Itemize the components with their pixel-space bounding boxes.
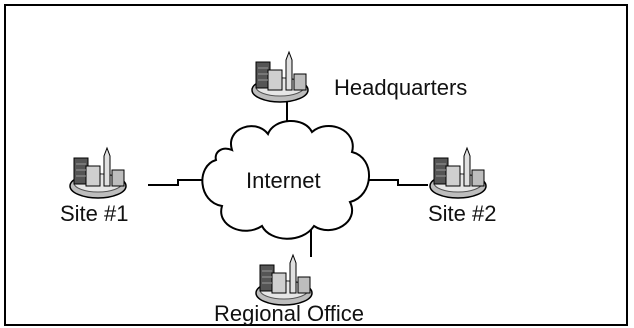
site2-building-icon [429, 147, 487, 199]
link-site2 [360, 179, 428, 186]
site1-building-icon [69, 147, 127, 199]
internet-label: Internet [246, 168, 321, 193]
headquarters-building-icon [251, 51, 309, 103]
regional-building-icon [255, 254, 313, 306]
site1-label: Site #1 [60, 201, 129, 226]
link-site1 [148, 179, 208, 186]
headquarters-label: Headquarters [334, 75, 468, 100]
internet-cloud [201, 119, 370, 240]
site2-label: Site #2 [428, 201, 497, 226]
diagram-frame [4, 4, 628, 326]
regional-office-label: Regional Office [214, 301, 365, 326]
